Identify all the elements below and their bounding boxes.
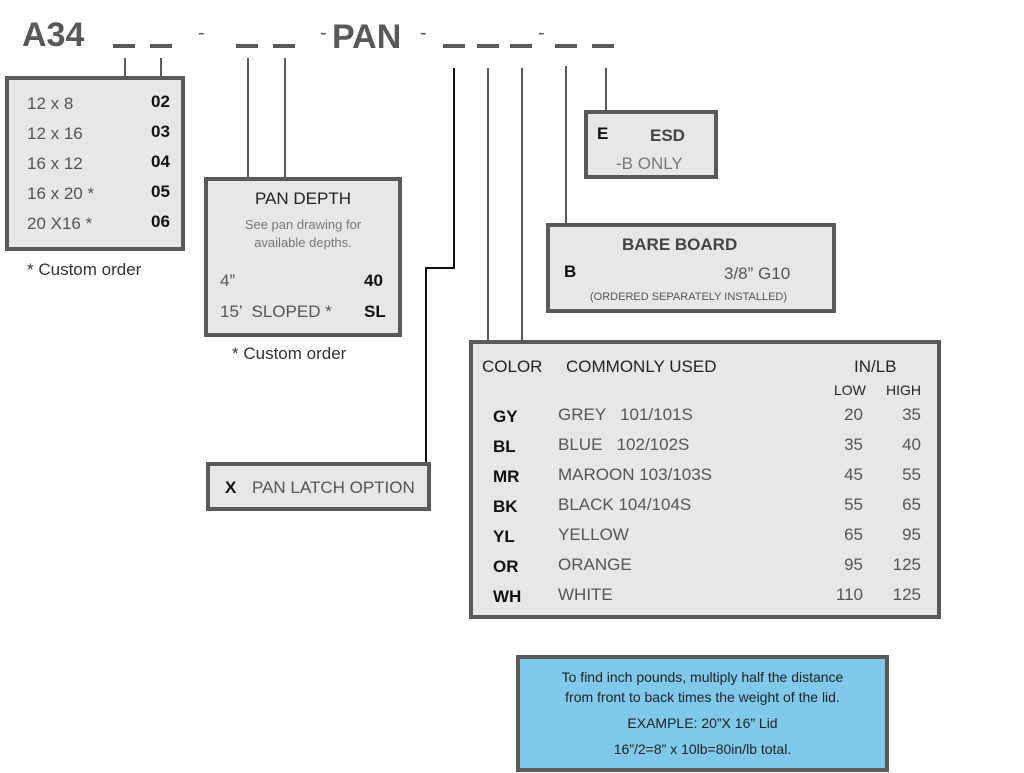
size-custom-note: * Custom order xyxy=(27,260,142,279)
esd-box: E ESD -B ONLY xyxy=(584,110,718,179)
color-low: 45 xyxy=(844,465,863,484)
depth-code-1: 40 xyxy=(364,271,383,290)
color-low: 55 xyxy=(844,495,863,514)
blank-depth-2 xyxy=(273,44,295,48)
color-name: GREY 101/101S xyxy=(558,405,693,424)
blank-size-1 xyxy=(113,44,135,48)
depth-subtitle-1: See pan drawing for xyxy=(244,217,362,232)
esd-code: E xyxy=(597,124,609,143)
bare-board-title: BARE BOARD xyxy=(622,235,738,254)
color-high: 40 xyxy=(902,435,921,454)
blank-esd xyxy=(592,44,614,48)
esd-title: ESD xyxy=(650,126,685,145)
size-code-5: 06 xyxy=(151,212,170,231)
size-label-2: 12 x 16 xyxy=(27,124,83,143)
size-code-1: 02 xyxy=(151,92,170,111)
color-header-high: HIGH xyxy=(886,382,921,398)
color-low: 110 xyxy=(835,585,863,604)
color-name: WHITE xyxy=(558,585,613,604)
note-line-3: EXAMPLE: 20”X 16” Lid xyxy=(627,715,778,731)
size-code-2: 03 xyxy=(151,122,170,141)
depth-label-2: 15’ SLOPED * xyxy=(220,302,332,321)
color-high: 125 xyxy=(892,585,921,604)
depth-subtitle-2: available depths. xyxy=(254,235,352,250)
depth-custom-note: * Custom order xyxy=(232,344,347,363)
size-code-4: 05 xyxy=(151,182,170,201)
color-name: MAROON 103/103S xyxy=(558,465,713,484)
size-code-3: 04 xyxy=(151,152,170,171)
size-label-1: 12 x 8 xyxy=(27,94,74,113)
blank-bare xyxy=(555,44,577,48)
color-high: 65 xyxy=(902,495,921,514)
color-high: 125 xyxy=(892,555,921,574)
color-name: YELLOW xyxy=(558,525,629,544)
blank-depth-1 xyxy=(236,44,258,48)
blank-latch xyxy=(443,44,465,48)
color-low: 20 xyxy=(844,405,863,424)
color-high: 35 xyxy=(902,405,921,424)
color-header-inlb: IN/LB xyxy=(854,357,897,376)
bare-board-note: (ORDERED SEPARATELY INSTALLED) xyxy=(590,291,788,303)
latch-code: X xyxy=(225,478,237,497)
bare-board-code: B xyxy=(564,262,577,281)
depth-title: PAN DEPTH xyxy=(254,189,352,208)
connector-latch xyxy=(425,68,455,463)
part-prefix: A34 xyxy=(22,16,85,54)
depth-code-2: SL xyxy=(364,302,386,321)
color-header-color: COLOR xyxy=(482,357,543,376)
color-code: MR xyxy=(493,467,520,486)
color-low: 65 xyxy=(844,525,863,544)
note-line-2: from front to back times the weight of t… xyxy=(565,689,840,705)
color-code: OR xyxy=(493,557,519,576)
color-name: ORANGE xyxy=(558,555,632,574)
size-label-3: 16 x 12 xyxy=(27,154,83,173)
color-high: 55 xyxy=(902,465,921,484)
dash-4: - xyxy=(538,22,545,44)
latch-label: PAN LATCH OPTION xyxy=(252,478,415,497)
depth-label-1: 4” xyxy=(220,271,236,290)
size-label-4: 16 x 20 * xyxy=(27,184,95,203)
esd-sub: -B ONLY xyxy=(616,154,683,173)
dash-3: - xyxy=(420,22,427,44)
bare-board-box: BARE BOARD B 3/8” G10 (ORDERED SEPARATEL… xyxy=(546,223,836,313)
bare-board-value: 3/8” G10 xyxy=(724,264,791,283)
color-table-box: COLOR COMMONLY USED IN/LB LOW HIGH GY GR… xyxy=(469,340,941,619)
dash-2: - xyxy=(320,22,327,44)
color-low: 95 xyxy=(844,555,863,574)
blank-size-2 xyxy=(150,44,172,48)
dash-1: - xyxy=(198,22,205,44)
pan-label: PAN xyxy=(332,18,402,56)
color-header-low: LOW xyxy=(834,382,866,398)
color-header-common: COMMONLY USED xyxy=(566,357,717,376)
note-line-4: 16”/2=8” x 10lb=80in/lb total. xyxy=(613,741,792,757)
note-line-1: To find inch pounds, multiply half the d… xyxy=(561,669,844,685)
size-label-5: 20 X16 * xyxy=(27,214,93,233)
color-low: 35 xyxy=(844,435,863,454)
color-name: BLUE 102/102S xyxy=(558,435,690,454)
color-code: BK xyxy=(493,497,518,516)
inch-pound-note-box: To find inch pounds, multiply half the d… xyxy=(516,655,889,772)
blank-color-1 xyxy=(477,44,499,48)
color-name: BLACK 104/104S xyxy=(558,495,692,514)
color-code: YL xyxy=(493,527,515,546)
size-box: 12 x 8 02 12 x 16 03 16 x 12 04 16 x 20 … xyxy=(5,76,185,251)
blank-color-2 xyxy=(510,44,532,48)
depth-box: PAN DEPTH See pan drawing for available … xyxy=(204,177,402,337)
color-code: GY xyxy=(493,407,518,426)
color-code: WH xyxy=(493,587,522,606)
latch-box: X PAN LATCH OPTION xyxy=(206,462,431,511)
color-high: 95 xyxy=(902,525,921,544)
color-code: BL xyxy=(493,437,516,456)
